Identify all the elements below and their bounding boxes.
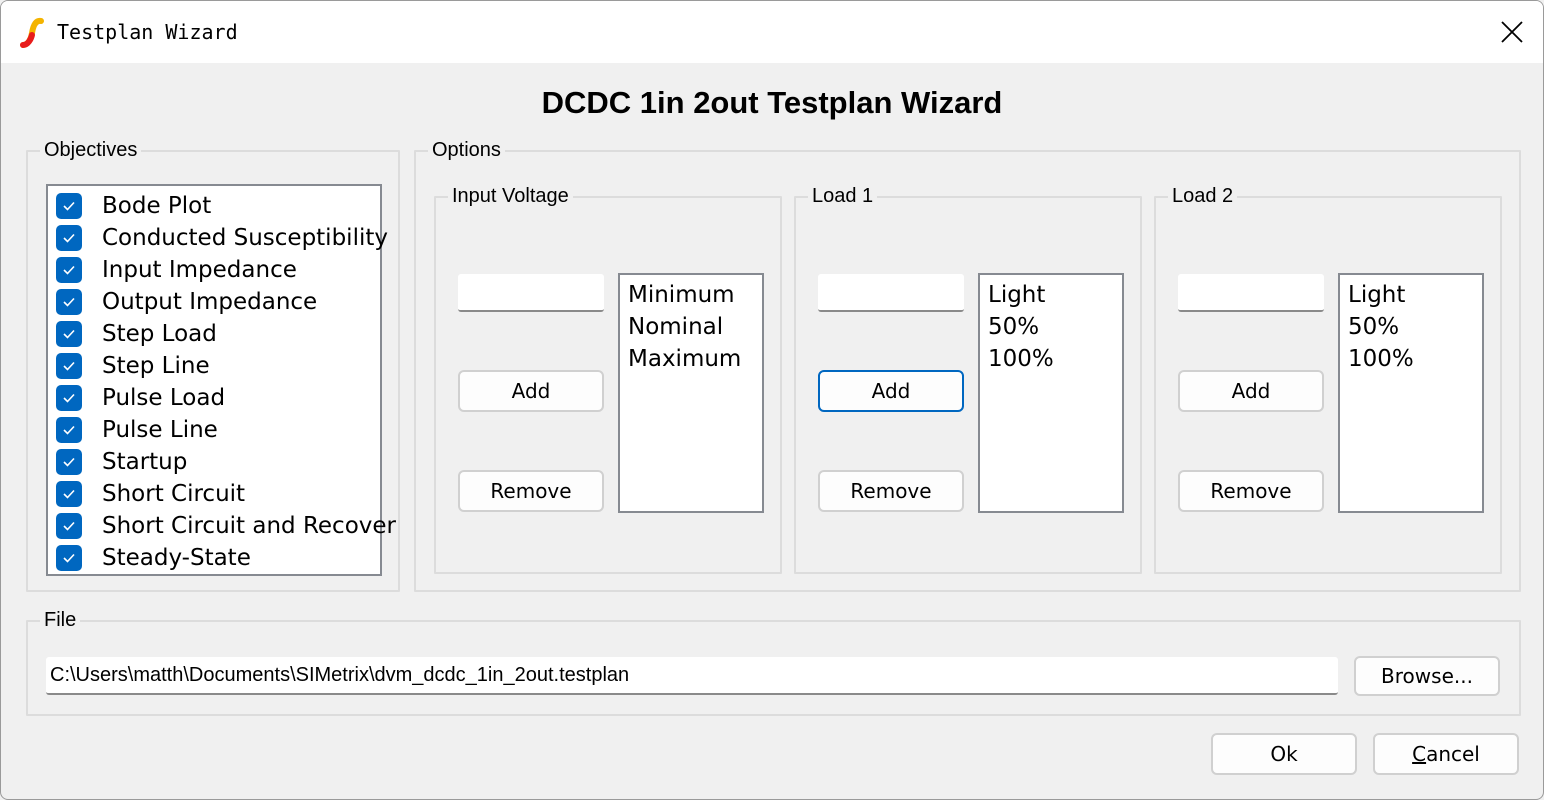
options-label: Options — [428, 138, 505, 162]
objective-label: Pulse Load — [102, 385, 226, 411]
load1-input[interactable] — [818, 274, 964, 312]
browse-button[interactable]: Browse... — [1354, 656, 1500, 696]
objective-label: Pulse Line — [102, 417, 218, 443]
load1-add-button[interactable]: Add — [818, 370, 964, 412]
checkbox-checked-icon[interactable] — [56, 225, 82, 251]
load2-list[interactable]: Light 50% 100% — [1338, 273, 1484, 513]
load1-remove-button[interactable]: Remove — [818, 470, 964, 512]
objective-item[interactable]: Step Line — [56, 350, 210, 382]
objective-item[interactable]: Input Impedance — [56, 254, 297, 286]
input-voltage-remove-button[interactable]: Remove — [458, 470, 604, 512]
objective-item[interactable]: Pulse Line — [56, 414, 218, 446]
objective-label: Steady-State — [102, 545, 251, 571]
objective-label: Step Line — [102, 353, 210, 379]
objective-item[interactable]: Step Load — [56, 318, 217, 350]
input-voltage-label: Input Voltage — [448, 184, 573, 208]
objective-label: Input Impedance — [102, 257, 297, 283]
objective-label: Short Circuit and Recover — [102, 513, 396, 539]
input-voltage-group: Input Voltage Add Remove Minimum Nominal… — [434, 184, 782, 574]
load2-group: Load 2 Add Remove Light 50% 100% — [1154, 184, 1502, 574]
list-item[interactable]: 100% — [1348, 346, 1414, 372]
checkbox-checked-icon[interactable] — [56, 193, 82, 219]
load2-label: Load 2 — [1168, 184, 1238, 208]
ok-button[interactable]: Ok — [1211, 733, 1357, 775]
objective-label: Startup — [102, 449, 188, 475]
list-item[interactable]: Nominal — [628, 314, 724, 340]
checkbox-checked-icon[interactable] — [56, 353, 82, 379]
close-icon — [1501, 21, 1523, 43]
objectives-label: Objectives — [40, 138, 142, 162]
list-item[interactable]: Light — [1348, 282, 1406, 308]
objective-label: Conducted Susceptibility — [102, 225, 388, 251]
load1-group: Load 1 Add Remove Light 50% 100% — [794, 184, 1142, 574]
checkbox-checked-icon[interactable] — [56, 385, 82, 411]
list-item[interactable]: Light — [988, 282, 1046, 308]
checkbox-checked-icon[interactable] — [56, 257, 82, 283]
input-voltage-add-button[interactable]: Add — [458, 370, 604, 412]
load2-add-button[interactable]: Add — [1178, 370, 1324, 412]
page-title: DCDC 1in 2out Testplan Wizard — [541, 85, 1003, 120]
list-item[interactable]: 50% — [1348, 314, 1400, 340]
objective-label: Short Circuit — [102, 481, 246, 507]
list-item[interactable]: Maximum — [628, 346, 742, 372]
cancel-label: ancel — [1426, 742, 1480, 766]
title-bar: Testplan Wizard — [1, 1, 1543, 63]
objective-label: Step Load — [102, 321, 217, 347]
list-item[interactable]: 100% — [988, 346, 1054, 372]
list-item[interactable]: 50% — [988, 314, 1040, 340]
objective-item[interactable]: Short Circuit — [56, 478, 245, 510]
checkbox-checked-icon[interactable] — [56, 289, 82, 315]
objective-item[interactable]: Startup — [56, 446, 187, 478]
objective-item[interactable]: Short Circuit and Recover — [56, 510, 396, 542]
objective-item[interactable]: Output Impedance — [56, 286, 317, 318]
checkbox-checked-icon[interactable] — [56, 449, 82, 475]
checkbox-checked-icon[interactable] — [56, 417, 82, 443]
checkbox-checked-icon[interactable] — [56, 321, 82, 347]
file-path-input[interactable] — [46, 657, 1338, 695]
objective-label: Output Impedance — [102, 289, 318, 315]
input-voltage-list[interactable]: Minimum Nominal Maximum — [618, 273, 764, 513]
objective-item[interactable]: Pulse Load — [56, 382, 225, 414]
objective-label: Bode Plot — [102, 193, 212, 219]
cancel-mnemonic: C — [1412, 742, 1427, 766]
input-voltage-input[interactable] — [458, 274, 604, 312]
load1-list[interactable]: Light 50% 100% — [978, 273, 1124, 513]
file-label: File — [40, 608, 81, 632]
objective-item[interactable]: Bode Plot — [56, 190, 211, 222]
load2-input[interactable] — [1178, 274, 1324, 312]
file-group: File Browse... — [26, 608, 1521, 716]
simetrix-logo-icon — [20, 17, 44, 48]
list-item[interactable]: Minimum — [628, 282, 735, 308]
objective-item[interactable]: Steady-State — [56, 542, 251, 574]
load2-remove-button[interactable]: Remove — [1178, 470, 1324, 512]
objective-item[interactable]: Conducted Susceptibility — [56, 222, 388, 254]
checkbox-checked-icon[interactable] — [56, 513, 82, 539]
close-button[interactable] — [1481, 1, 1543, 63]
load1-label: Load 1 — [808, 184, 878, 208]
window-title: Testplan Wizard — [57, 20, 238, 44]
options-group: Options Input Voltage Add Remove Minimum… — [414, 138, 1521, 592]
checkbox-checked-icon[interactable] — [56, 481, 82, 507]
checkbox-checked-icon[interactable] — [56, 545, 82, 571]
